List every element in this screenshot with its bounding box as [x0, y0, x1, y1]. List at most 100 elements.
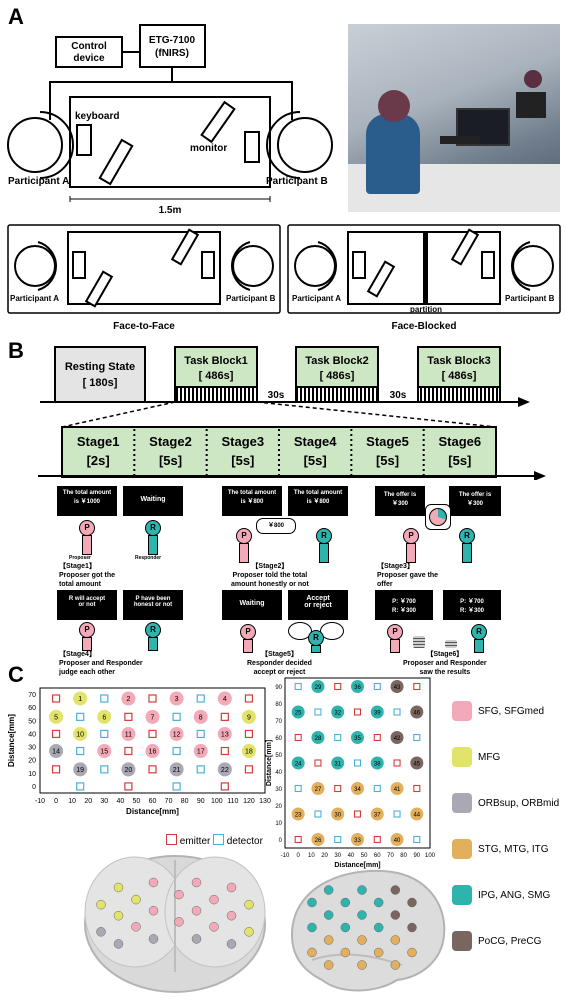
brain-front-dot: [148, 934, 159, 944]
lab-photo: [348, 24, 560, 212]
partition-label: partition: [410, 305, 442, 314]
channel-30-label: 30: [334, 812, 341, 818]
s3-proposer-figure: P: [403, 528, 419, 544]
participant-b-label: Participant B: [266, 176, 328, 187]
side-xtick: 80: [400, 853, 407, 859]
brain-front-dot: [148, 877, 159, 888]
detector-key: detector: [213, 834, 263, 847]
side-xtick: 40: [348, 853, 355, 859]
panel-a-letter: A: [8, 4, 24, 29]
task-block-3-label: Task Block3: [427, 355, 490, 367]
detector-optode: [100, 765, 109, 774]
task-block-3: Task Block3 [ 486s]: [417, 346, 501, 403]
channel-38: [370, 756, 384, 770]
emitter-optode: [294, 733, 302, 742]
brain-side-dot: [340, 922, 351, 933]
monitor-left: [98, 138, 134, 186]
channel-2-label: 2: [126, 696, 130, 703]
detector-optode: [172, 712, 181, 721]
detector-optode: [100, 729, 109, 739]
brain-front-dot: [226, 910, 237, 921]
brain-side-dot: [390, 885, 401, 895]
emitter-optode: [220, 712, 229, 721]
brain-side-dot: [357, 885, 367, 895]
legend-item: MFG: [452, 746, 500, 768]
brain-front-dot: [96, 899, 106, 910]
emitter-optode: [353, 810, 362, 818]
channel-9-label: 9: [247, 714, 251, 721]
front-ytick: 0: [32, 784, 36, 791]
s3-caption: 【Stage3】 Proposer gave the offer: [377, 563, 439, 588]
emitter-optode: [148, 694, 157, 703]
detector-label: detector: [226, 836, 263, 847]
brain-front-dot: [191, 934, 202, 944]
detector-optode: [373, 784, 381, 793]
detector-optode: [393, 708, 401, 716]
brain-side-dot: [357, 960, 367, 970]
channel-3-label: 3: [175, 696, 179, 703]
side-ytick: 80: [275, 702, 282, 708]
side-ytick: 60: [275, 736, 282, 742]
emitter-optode: [124, 712, 133, 721]
emitter-optode: [148, 765, 157, 774]
legend-swatch: [452, 701, 472, 721]
emitter-optode: [124, 782, 133, 791]
channel-45: [410, 756, 424, 770]
emitter-icon: [166, 834, 177, 845]
detector-optode: [334, 733, 342, 742]
channel-43: [390, 680, 404, 693]
legend-item: SFG, SFGmed: [452, 700, 544, 722]
side-xtick: 60: [374, 853, 381, 859]
brain-front-dot: [148, 905, 159, 916]
channel-24: [291, 756, 305, 770]
s6-coins-left: [413, 636, 425, 648]
channel-36: [351, 680, 364, 693]
channel-20-label: 20: [124, 767, 132, 774]
stage-5-name: Stage5: [366, 434, 409, 449]
emitter-optode: [51, 765, 61, 774]
emitter-optode: [294, 835, 302, 844]
participant-b-head: [277, 117, 333, 173]
channel-3: [169, 691, 184, 706]
brain-front-dot: [226, 882, 237, 893]
brain-side-dot: [373, 922, 384, 933]
front-xtick: 20: [84, 798, 92, 805]
etg-label: ETG-7100: [149, 35, 196, 46]
side-ytick: 0: [279, 838, 283, 844]
channel-21-label: 21: [173, 767, 181, 774]
s2-responder-figure: R: [316, 528, 332, 544]
emitter-optode: [314, 759, 322, 767]
front-ytick: 20: [28, 758, 36, 765]
s5-right-screen: Accept or reject: [288, 590, 348, 620]
channel-35: [351, 731, 364, 744]
comic-stage5: Waiting Accept or reject P R: [220, 590, 350, 653]
channel-41: [390, 782, 404, 795]
channel-40-label: 40: [394, 838, 401, 844]
emitter-optode: [373, 733, 381, 742]
front-xtick: 80: [181, 798, 189, 805]
s1-proposer-label: Proposer: [69, 555, 91, 561]
comic-grid: The total amount is ￥1000 Waiting P R Pr…: [55, 484, 505, 676]
brain-side-dot: [323, 935, 334, 945]
channel-42: [390, 731, 404, 744]
side-xtick: 50: [361, 853, 368, 859]
brain-side-dot: [407, 897, 417, 908]
channel-39: [370, 705, 384, 719]
legend-swatch: [452, 931, 472, 951]
front-ylabel: Distance[mm]: [7, 714, 16, 767]
s2-left-screen: The total amount is ￥800: [222, 486, 282, 516]
emitter-optode: [220, 782, 229, 791]
s4-right-screen: P have been honest or not: [123, 590, 183, 620]
front-xtick: 40: [116, 798, 124, 805]
condition-diagrams: Participant A Participant B Face-to-Face…: [7, 224, 561, 332]
fnirs-label: (fNIRS): [155, 48, 189, 59]
brain-front-dot: [174, 889, 184, 900]
s5-left-screen: Waiting: [222, 590, 282, 620]
s6-left-screen: P: ￥700 R: ￥300: [375, 590, 433, 620]
front-xtick: 70: [165, 798, 173, 805]
s1-proposer-figure: P: [79, 520, 95, 536]
brain-side-dot: [307, 947, 317, 958]
fb-participant-b: Participant B: [505, 294, 555, 303]
channel-45-label: 45: [413, 761, 420, 767]
